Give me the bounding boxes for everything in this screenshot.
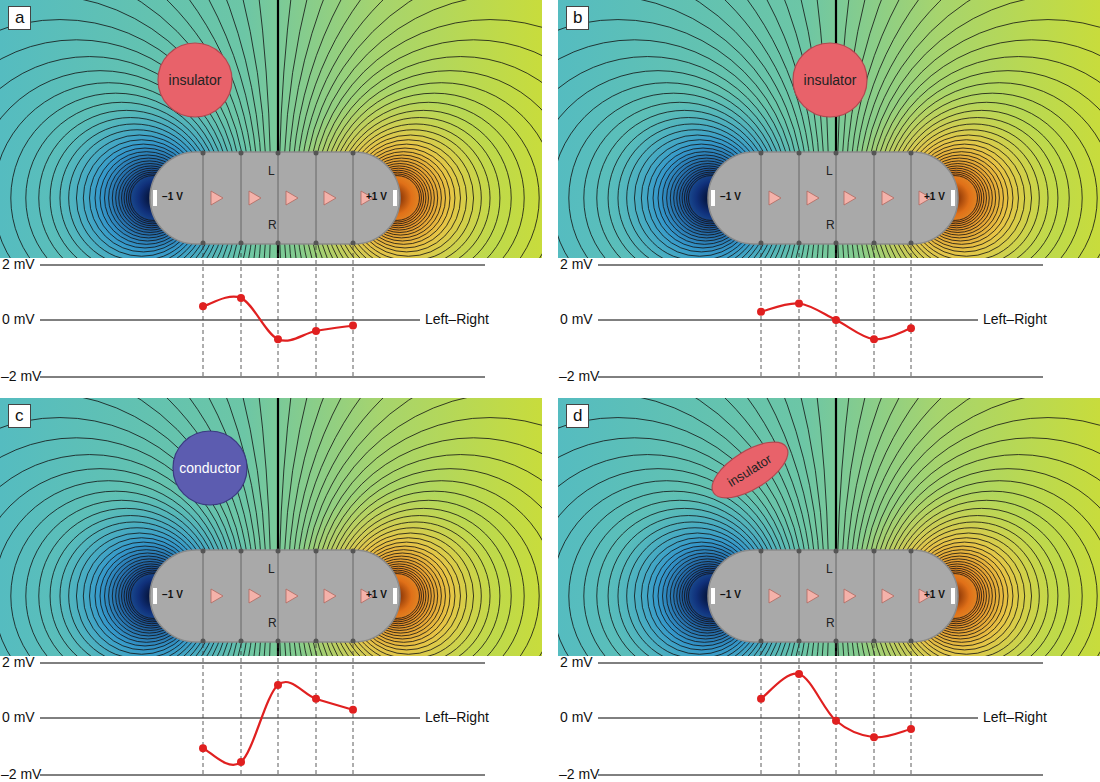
axis-label: 0 mV [2,709,35,725]
electrode-label: L [826,562,833,576]
object-ellipse: insulator [707,445,793,495]
electrode-label: R [826,218,835,232]
object-circle: insulator [792,42,868,118]
object-circle: conductor [172,430,248,506]
axis-label: 2 mV [560,256,593,272]
electrode-label: R [268,616,277,630]
axis-label: 0 mV [560,311,593,327]
electrode-label: −1 V [720,191,741,202]
electrode-label: R [826,616,835,630]
electrode-label: +1 V [366,589,387,600]
electrode-label: −1 V [720,589,741,600]
electrode-label: L [826,164,833,178]
axis-label: Left–Right [983,311,1047,327]
object-label: insulator [169,72,222,88]
axis-label: –2 mV [1,766,41,782]
electrode-label: +1 V [366,191,387,202]
axis-label: 0 mV [2,311,35,327]
electrode-label: −1 V [162,589,183,600]
electrode-label: −1 V [162,191,183,202]
electrode-label: +1 V [924,589,945,600]
axis-label: Left–Right [983,709,1047,725]
axis-label: 0 mV [560,709,593,725]
electrode-label: +1 V [924,191,945,202]
axis-label: –2 mV [559,368,599,384]
axis-label: 2 mV [2,654,35,670]
electrode-label: L [268,562,275,576]
object-label: insulator [804,72,857,88]
field-map [0,0,542,390]
object-label: conductor [179,460,240,476]
object-circle: insulator [157,42,233,118]
electrode-label: L [268,164,275,178]
panel-letter: c [8,404,31,428]
axis-label: 2 mV [2,256,35,272]
axis-label: –2 mV [559,766,599,782]
panel-letter: a [8,6,31,30]
panel-letter: d [566,404,589,428]
axis-label: Left–Right [425,709,489,725]
electrode-label: R [268,218,277,232]
axis-label: Left–Right [425,311,489,327]
panel-letter: b [566,6,589,30]
axis-label: –2 mV [1,368,41,384]
axis-label: 2 mV [560,654,593,670]
